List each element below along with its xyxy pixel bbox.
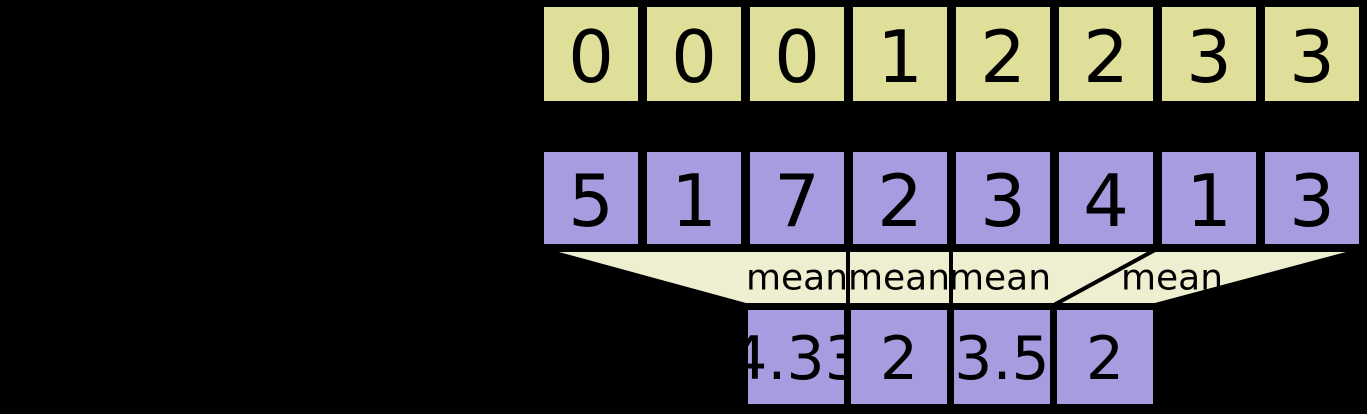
segment-id-cell: 0 (540, 3, 642, 105)
cell-background (1261, 148, 1363, 248)
segment-id-row: 0 0 0 1 2 2 3 (540, 3, 1363, 105)
mean-operation-shape: mean (543, 248, 850, 307)
mean-operation-row: mean mean mean mean (543, 248, 1362, 307)
cell-background (1158, 148, 1260, 248)
input-value-cell: 1 (1158, 148, 1260, 248)
segment-id-cell: 2 (1055, 3, 1157, 105)
input-value-cell: 7 (746, 148, 848, 248)
cell-background (849, 148, 951, 248)
cell-background (847, 306, 951, 408)
cell-background (643, 3, 745, 105)
pooled-value-cell: 2 (847, 306, 951, 408)
cell-background (744, 306, 848, 408)
pooled-value-row: 4.33 2 3.5 2 (729, 306, 1157, 408)
cell-label: 0 (671, 15, 717, 99)
cell-label: 2 (1083, 15, 1129, 99)
cell-label: 3 (980, 159, 1026, 243)
segment-id-cell: 0 (746, 3, 848, 105)
cell-label: 3.5 (954, 324, 1049, 394)
mean-label: mean (949, 258, 1051, 299)
cell-label: 4.33 (729, 324, 863, 394)
segment-id-cell: 1 (849, 3, 951, 105)
input-value-cell: 3 (952, 148, 1054, 248)
mean-label: mean (746, 258, 848, 299)
input-value-row: 5 1 7 2 3 4 1 (540, 148, 1363, 248)
cell-label: 1 (1186, 159, 1232, 243)
cell-background (1261, 3, 1363, 105)
mean-operation-shape: mean (949, 248, 1156, 307)
input-value-cell: 3 (1261, 148, 1363, 248)
mean-label: mean (1121, 258, 1223, 299)
segment-id-cell: 3 (1261, 3, 1363, 105)
cell-background (849, 3, 951, 105)
cell-background (540, 148, 642, 248)
input-value-cell: 4 (1055, 148, 1157, 248)
cell-background (1055, 3, 1157, 105)
cell-label: 2 (980, 15, 1026, 99)
cell-background (1053, 306, 1157, 408)
cell-background (1055, 148, 1157, 248)
cell-label: 5 (568, 159, 614, 243)
mean-operation-shape: mean (1053, 248, 1362, 307)
cell-label: 3 (1186, 15, 1232, 99)
cell-label: 3 (1289, 15, 1335, 99)
cell-background (540, 3, 642, 105)
trapezoid (1053, 248, 1362, 307)
cell-background (746, 3, 848, 105)
cell-background (950, 306, 1054, 408)
pooled-value-cell: 4.33 (729, 306, 863, 408)
segment-id-cell: 3 (1158, 3, 1260, 105)
cell-label: 4 (1083, 159, 1129, 243)
cell-background (1158, 3, 1260, 105)
cell-background (643, 148, 745, 248)
cell-label: 3 (1289, 159, 1335, 243)
input-value-cell: 1 (643, 148, 745, 248)
pooled-value-cell: 2 (1053, 306, 1157, 408)
cell-label: 0 (568, 15, 614, 99)
cell-label: 1 (671, 159, 717, 243)
pooled-value-cell: 3.5 (950, 306, 1054, 408)
cell-label: 2 (1086, 324, 1124, 394)
cell-label: 2 (880, 324, 918, 394)
cell-background (952, 148, 1054, 248)
segment-id-cell: 0 (643, 3, 745, 105)
cell-background (952, 3, 1054, 105)
cell-label: 2 (877, 159, 923, 243)
cell-label: 0 (774, 15, 820, 99)
cell-label: 1 (877, 15, 923, 99)
input-value-cell: 2 (849, 148, 951, 248)
cell-label: 7 (774, 159, 820, 243)
mean-label: mean (848, 258, 950, 299)
segment-id-cell: 2 (952, 3, 1054, 105)
input-value-cell: 5 (540, 148, 642, 248)
mean-operation-shape: mean (846, 248, 953, 307)
cell-background (746, 148, 848, 248)
